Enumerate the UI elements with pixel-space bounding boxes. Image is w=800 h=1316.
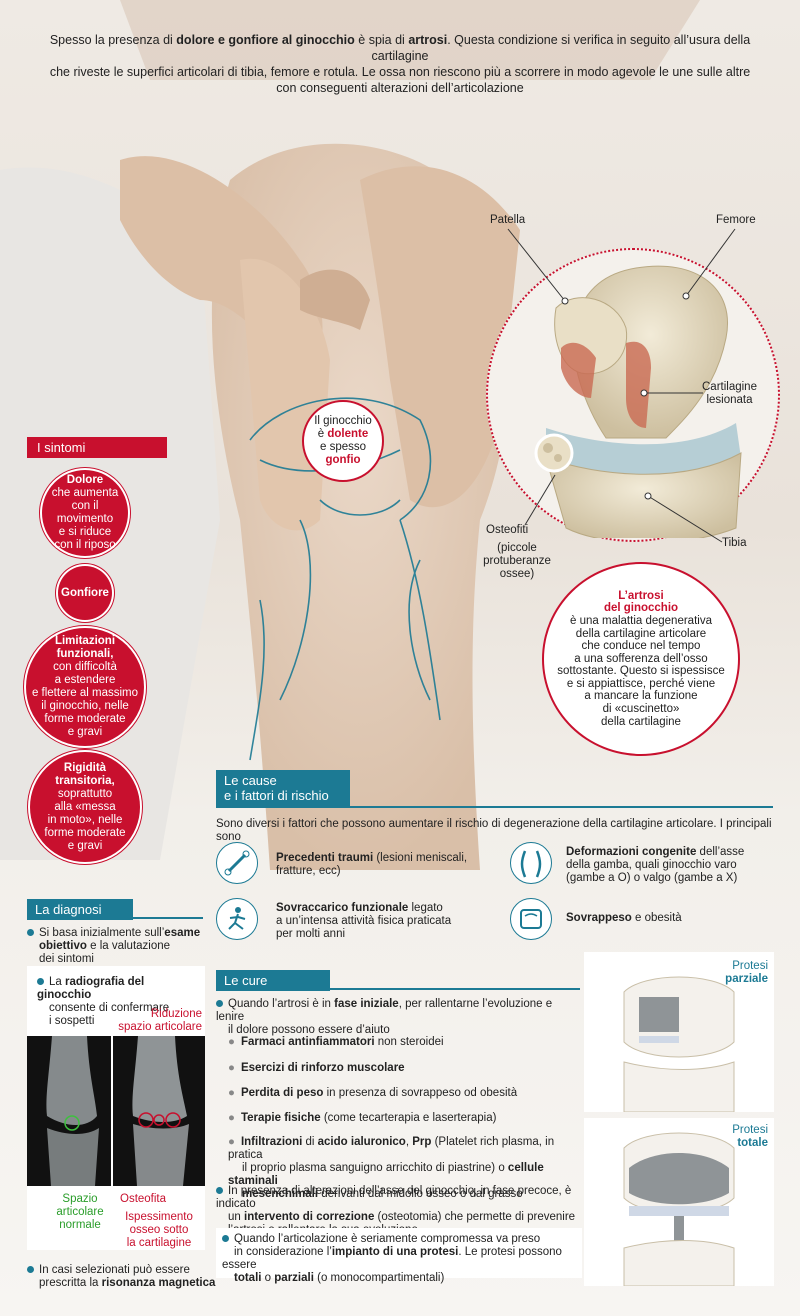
cause-rule	[216, 806, 773, 808]
cure-rule	[216, 988, 580, 990]
bullet-icon	[37, 978, 44, 986]
intro-text: Spesso la presenza di dolore e gonfiore …	[49, 33, 751, 95]
protesi-totale-panel	[584, 1118, 774, 1287]
cure-sub-farmaci: ●Farmaci antinfiammatori non steroidei	[228, 1036, 444, 1048]
cure-sub-infiltrazioni: ●Infiltrazioni di acido ialuronico, Prp …	[228, 1136, 555, 1200]
protesi-box	[216, 1228, 582, 1278]
cure-item-3: Quando l’articolazione è seriamente comp…	[222, 1233, 562, 1284]
knee-joint-anatomy	[534, 265, 742, 538]
diagnosi-item-1: Si basa inizialmente sull’esame obiettiv…	[27, 927, 207, 966]
cure-sub-peso: ●Perdita di peso in presenza di sovrappe…	[228, 1087, 518, 1099]
diagnosi-header: La diagnosi	[27, 899, 133, 920]
bullet-icon	[27, 929, 34, 937]
bone-fracture-icon	[216, 842, 258, 884]
bullet-icon	[216, 1000, 223, 1008]
cure-item-2: In presenza di alterazioni dell’asse del…	[216, 1185, 576, 1236]
cause-traumi: Precedenti traumi (lesioni meniscali,fra…	[276, 852, 468, 877]
legs-deformity-icon	[510, 842, 552, 884]
leader-cartilagine	[640, 389, 703, 397]
protesi-parziale-panel	[584, 952, 774, 1113]
leader-osteofiti	[524, 474, 556, 526]
artrosi-definition: L’artrosi del ginocchio è una malattia d…	[542, 562, 740, 756]
bullet-icon	[222, 1235, 229, 1243]
leader-patella	[507, 228, 569, 305]
leader-femore	[682, 228, 736, 300]
athlete-icon	[216, 898, 258, 940]
xray-arthritic	[113, 1036, 205, 1186]
symptom-gonfiore: Gonfiore	[58, 566, 112, 620]
cure-item-1: Quando l’artrosi è in fase iniziale, per…	[216, 998, 553, 1036]
diagnosi-rule	[27, 917, 203, 919]
diagnosi-item-2: La radiografia del ginocchio consente di…	[37, 976, 170, 1027]
cause-sovrappeso: Sovrappeso e obesità	[566, 912, 682, 924]
label-patella: Patella	[490, 214, 526, 226]
label-osteofita: Osteofita	[120, 1193, 167, 1205]
bullet-icon	[216, 1187, 223, 1195]
scale-icon	[510, 898, 552, 940]
cure-sub-esercizi: ●Esercizi di rinforzo muscolare	[228, 1062, 405, 1074]
diagnosi-item-3: In casi selezionati può essere prescritt…	[27, 1264, 217, 1290]
sintomi-header: I sintomi	[27, 437, 167, 458]
cure-sub-terapie: ●Terapie fisiche (come tecarterapia e la…	[228, 1112, 497, 1124]
cause-intro: Sono diversi i fattori che possono aumen…	[216, 818, 772, 843]
bullet-icon	[27, 1266, 34, 1274]
xray-normal	[27, 1036, 111, 1186]
cure-header: Le cure	[216, 970, 330, 991]
leader-tibia	[644, 492, 723, 543]
label-tibia: Tibia	[722, 537, 747, 549]
label-femore: Femore	[716, 214, 756, 226]
knee-pain-callout: Il ginocchio è dolente e spesso gonfio	[302, 400, 384, 482]
label-osteofiti: Osteofiti	[486, 524, 529, 536]
